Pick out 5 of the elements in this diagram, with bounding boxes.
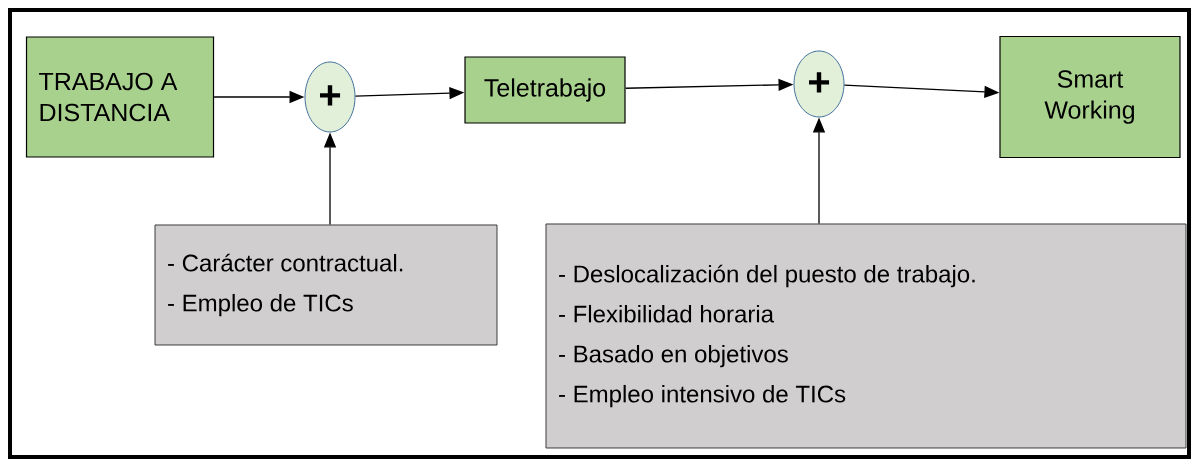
process-box: Smart Working xyxy=(999,35,1181,159)
list-box: - Carácter contractual. - Empleo de TICs xyxy=(154,224,498,346)
list-box: - Deslocalización del puesto de trabajo. - Flexibilidad horaria - Basado en objetivos - Empleo intensivo de TICs xyxy=(545,223,1187,449)
process-box: TRABAJO A DISTANCIA xyxy=(25,36,215,158)
process-box: Teletrabajo xyxy=(464,56,626,124)
